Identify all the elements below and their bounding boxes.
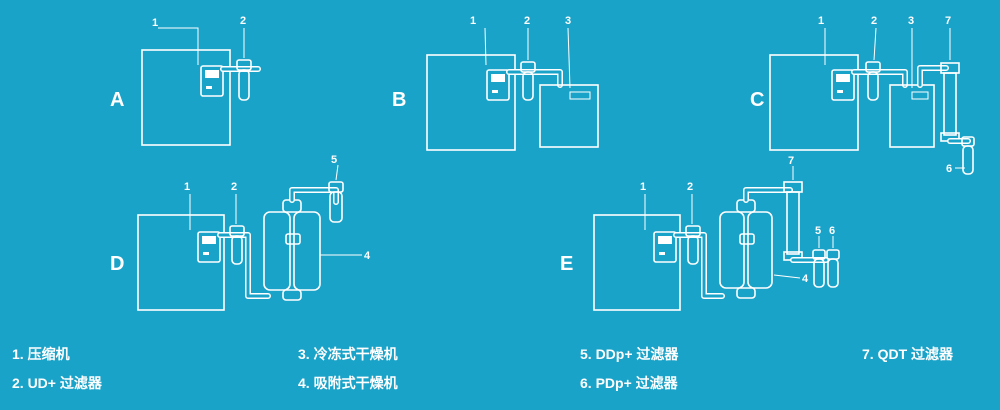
ud-filter — [229, 225, 245, 265]
legend-item-adsorption-dryer: 4. 吸附式干燥机 — [298, 375, 398, 391]
ud-filter — [865, 61, 881, 101]
compressor — [426, 54, 516, 151]
diagram-d: D 1 2 5 — [110, 154, 371, 311]
ddp-filter — [812, 249, 826, 288]
number-label: 2 — [524, 15, 530, 27]
control-panel — [200, 65, 224, 97]
number-label: 3 — [565, 15, 571, 27]
compressor — [137, 214, 225, 311]
number-label: 2 — [871, 15, 877, 27]
number-label: 1 — [152, 17, 158, 29]
pdp-filter — [826, 249, 840, 288]
diagram-a-label: A — [110, 89, 124, 111]
number-label: 2 — [687, 181, 693, 193]
diagram-e: E — [560, 155, 840, 311]
ud-filter — [520, 61, 536, 101]
legend-item-refrigerated-dryer: 3. 冷冻式干燥机 — [298, 346, 398, 362]
compressor — [769, 54, 859, 151]
control-panel — [831, 69, 855, 101]
adsorption-dryer — [263, 199, 321, 301]
diagram-d-label: D — [110, 253, 124, 275]
ddp-filter — [328, 181, 344, 223]
number-label: 6 — [829, 225, 835, 237]
number-label: 7 — [945, 15, 951, 27]
number-label: 1 — [184, 181, 190, 193]
diagram-b-label: B — [392, 89, 406, 111]
number-label: 5 — [815, 225, 821, 237]
legend-item-ud-filter: 2. UD+ 过滤器 — [12, 375, 102, 391]
diagram-c: C — [750, 15, 975, 175]
refrigerated-dryer — [539, 84, 599, 148]
diagram-c-label: C — [750, 89, 764, 111]
legend-item-qdt-filter: 7. QDT 过滤器 — [862, 346, 954, 362]
number-label: 4 — [802, 273, 809, 285]
number-label: 1 — [640, 181, 646, 193]
number-label: 2 — [240, 15, 246, 27]
pdp-filter — [961, 136, 975, 175]
number-label: 6 — [946, 163, 952, 175]
number-label: 1 — [470, 15, 476, 27]
ud-filter — [236, 59, 252, 101]
diagram-b: B 1 2 3 — [392, 15, 599, 151]
control-panel — [653, 231, 677, 263]
legend-item-compressor: 1. 压缩机 — [12, 346, 70, 362]
legend-item-pdp-filter: 6. PDp+ 过滤器 — [580, 375, 678, 391]
refrigerated-dryer — [889, 84, 935, 148]
number-label: 7 — [788, 155, 794, 167]
diagram-e-label: E — [560, 253, 573, 275]
ud-filter — [685, 225, 701, 265]
number-label: 5 — [331, 154, 337, 166]
compressor — [141, 49, 231, 146]
control-panel — [197, 231, 221, 263]
number-label: 4 — [364, 250, 371, 262]
adsorption-dryer — [719, 199, 773, 299]
number-label: 1 — [818, 15, 824, 27]
qdt-filter — [783, 181, 803, 261]
compressor — [593, 214, 681, 311]
legend-item-ddp-filter: 5. DDp+ 过滤器 — [580, 346, 679, 362]
number-label: 2 — [231, 181, 237, 193]
diagram-a: A 1 2 — [110, 15, 261, 146]
control-panel — [486, 69, 510, 101]
qdt-filter — [940, 62, 960, 142]
number-label: 3 — [908, 15, 914, 27]
